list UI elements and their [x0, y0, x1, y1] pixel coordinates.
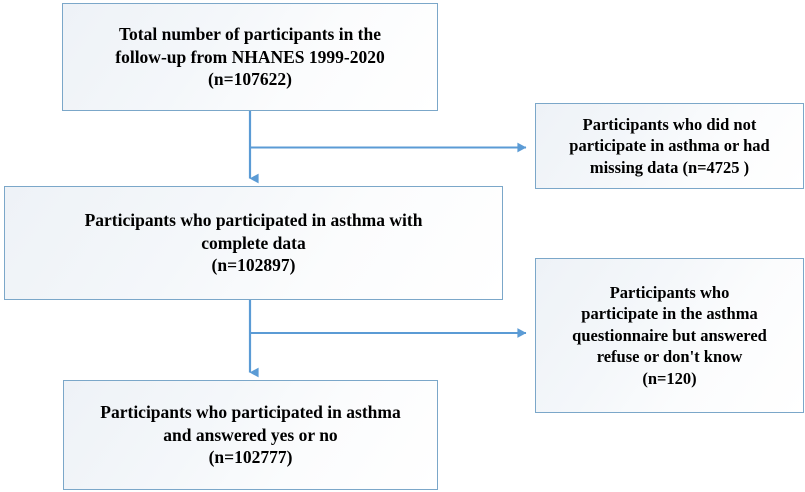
box-excluded-refused-dont-know: Participants who participate in the asth…: [535, 258, 804, 413]
box-answered-yes-or-no-label: Participants who participated in asthma …: [100, 401, 401, 468]
box-excluded-refused-dont-know-label: Participants who participate in the asth…: [572, 282, 767, 388]
box-excluded-missing-data-label: Participants who did not participate in …: [569, 114, 770, 177]
box-excluded-missing-data: Participants who did not participate in …: [535, 103, 804, 189]
box-total-participants-label: Total number of participants in the foll…: [115, 23, 385, 90]
box-participated-complete-data: Participants who participated in asthma …: [4, 186, 503, 300]
box-participated-complete-data-label: Participants who participated in asthma …: [84, 209, 423, 276]
box-answered-yes-or-no: Participants who participated in asthma …: [63, 380, 438, 490]
box-total-participants: Total number of participants in the foll…: [62, 3, 438, 111]
